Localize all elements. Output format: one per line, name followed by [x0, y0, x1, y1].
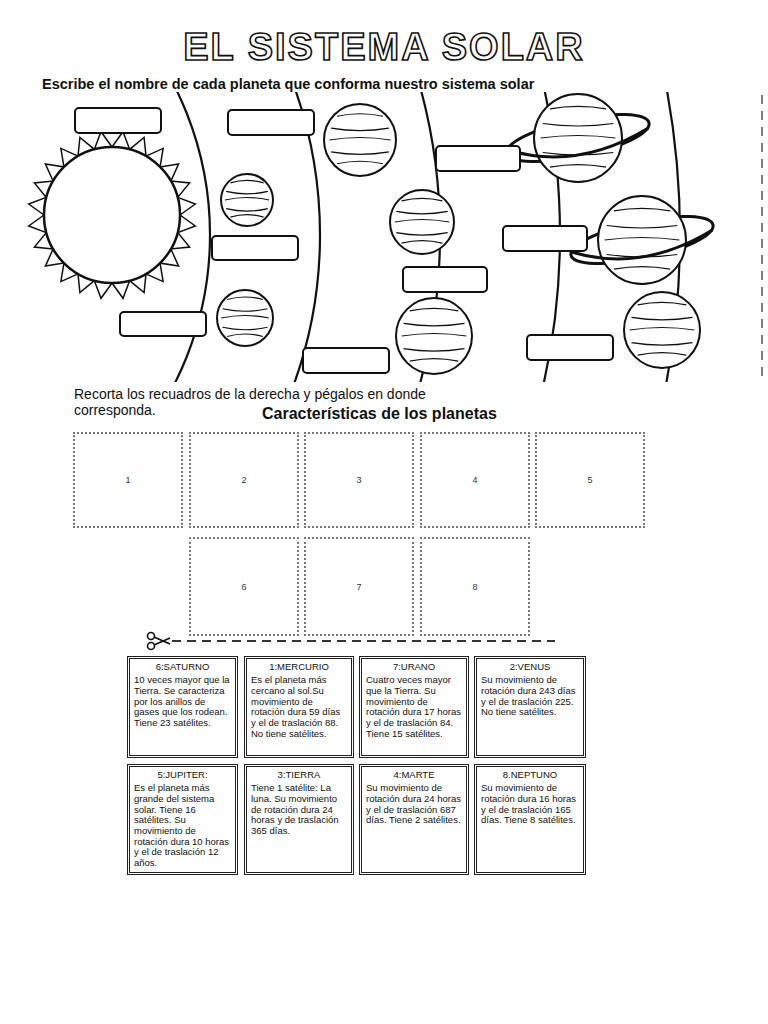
fact-card: 6:SATURNO 10 veces mayor que la Tierra. S…	[127, 656, 238, 758]
section-heading: Características de los planetas	[262, 405, 497, 423]
card-heading: 8.NEPTUNO	[481, 770, 579, 780]
planet-ring-front	[572, 230, 713, 259]
card-body: Su movimiento de rotación dura 24 horas …	[366, 783, 462, 826]
planet-band	[337, 114, 383, 117]
card-body: Cuatro veces mayor que la Tierra. Su mov…	[366, 675, 462, 739]
fact-card: 8.NEPTUNO Su movimiento de rotación dura …	[474, 764, 586, 875]
planet-band	[230, 180, 263, 183]
box-number: 8	[472, 582, 477, 592]
planet-band	[227, 297, 263, 300]
planet-band	[632, 343, 693, 346]
planet-band	[331, 128, 389, 131]
planet-band	[605, 238, 680, 241]
planet-band	[221, 316, 269, 319]
planet-band	[225, 198, 269, 201]
planets	[217, 94, 717, 374]
planet-band	[404, 349, 465, 352]
card-heading: 3:TIERRA	[251, 770, 347, 780]
card-body: Su movimiento de rotación dura 16 horas …	[481, 783, 579, 826]
card-body: Su movimiento de rotación dura 243 días …	[481, 675, 579, 718]
planet	[221, 174, 273, 226]
planet-band	[337, 161, 383, 164]
planet-band	[614, 267, 670, 270]
planet-band	[550, 106, 606, 109]
paste-box: 2	[189, 432, 299, 528]
planet-band	[404, 323, 465, 326]
card-heading: 2:VENUS	[481, 662, 579, 672]
planet	[324, 104, 396, 176]
planet-band	[638, 302, 687, 305]
planet-band	[395, 220, 449, 223]
planet-band	[614, 208, 670, 211]
card-body: Es el planeta más grande del sistema sol…	[134, 783, 231, 868]
card-heading: 6:SATURNO	[134, 662, 231, 672]
planet-band	[402, 241, 443, 244]
planet-band	[226, 191, 268, 194]
fact-card: 5:JUPITER: Es el planeta más grande del s…	[127, 764, 238, 875]
planet	[217, 290, 273, 346]
box-number: 6	[241, 582, 246, 592]
box-number: 2	[241, 475, 246, 485]
planet-band	[410, 308, 459, 311]
box-number: 7	[356, 582, 361, 592]
planet-band	[402, 198, 443, 201]
fact-card: 3:TIERRA Tiene 1 satélite: La luna. Su mo…	[244, 764, 354, 875]
card-heading: 4:MARTE	[366, 770, 462, 780]
orbits	[38, 92, 680, 382]
planet-ring-front	[508, 128, 649, 157]
planet-band	[550, 165, 606, 168]
card-heading: 5:JUPITER:	[134, 770, 231, 780]
box-number: 3	[356, 475, 361, 485]
planet-band	[541, 136, 616, 139]
card-body: 10 veces mayor que la Tierra. Se caracte…	[134, 675, 231, 728]
planet-band	[402, 334, 467, 337]
card-body: Tiene 1 satélite: La luna. Su movimiento…	[251, 783, 347, 836]
planet-band	[230, 215, 263, 218]
planet-band	[329, 138, 390, 141]
paste-box: 4	[420, 432, 530, 528]
planet	[534, 94, 622, 182]
sun	[44, 147, 180, 283]
planet-band	[223, 327, 268, 330]
page-title: EL SISTEMA SOLAR	[0, 28, 768, 66]
planet-band	[410, 359, 459, 362]
planet-band	[632, 317, 693, 320]
paste-box: 8	[420, 537, 530, 636]
planet-band	[630, 328, 695, 331]
planet-band	[227, 334, 263, 337]
fact-card: 7:URANO Cuatro veces mayor que la Tierra.…	[359, 656, 469, 758]
planet	[624, 292, 700, 368]
planet-band	[331, 152, 389, 155]
paste-box: 5	[535, 432, 645, 528]
box-number: 1	[125, 475, 130, 485]
planet-band	[396, 211, 447, 214]
planet	[390, 190, 454, 254]
card-heading: 1:MERCURIO	[251, 662, 347, 672]
box-number: 4	[472, 475, 477, 485]
name-boxes	[75, 108, 613, 373]
fact-card: 1:MERCURIO Es el planeta más cercano al s…	[244, 656, 354, 758]
fact-card: 4:MARTE Su movimiento de rotación dura 24…	[359, 764, 469, 875]
card-body: Es el planeta más cercano al sol.Su movi…	[251, 675, 347, 739]
planet-band	[396, 233, 447, 236]
paste-box: 7	[304, 537, 414, 636]
planet-band	[223, 309, 268, 312]
box-number: 5	[587, 475, 592, 485]
planet-band	[543, 123, 614, 126]
paste-box: 3	[304, 432, 414, 528]
planet-band	[607, 225, 678, 228]
planet	[598, 196, 686, 284]
sun-rays	[29, 132, 196, 299]
paste-box: 6	[189, 537, 299, 636]
edge-dash	[761, 95, 763, 380]
fact-card: 2:VENUS Su movimiento de rotación dura 24…	[474, 656, 586, 758]
planet-band	[638, 353, 687, 356]
planet	[396, 298, 472, 374]
planet-band	[226, 209, 268, 212]
paste-box: 1	[73, 432, 183, 528]
card-heading: 7:URANO	[366, 662, 462, 672]
instruction-text: Escribe el nombre de cada planeta que co…	[42, 76, 534, 92]
